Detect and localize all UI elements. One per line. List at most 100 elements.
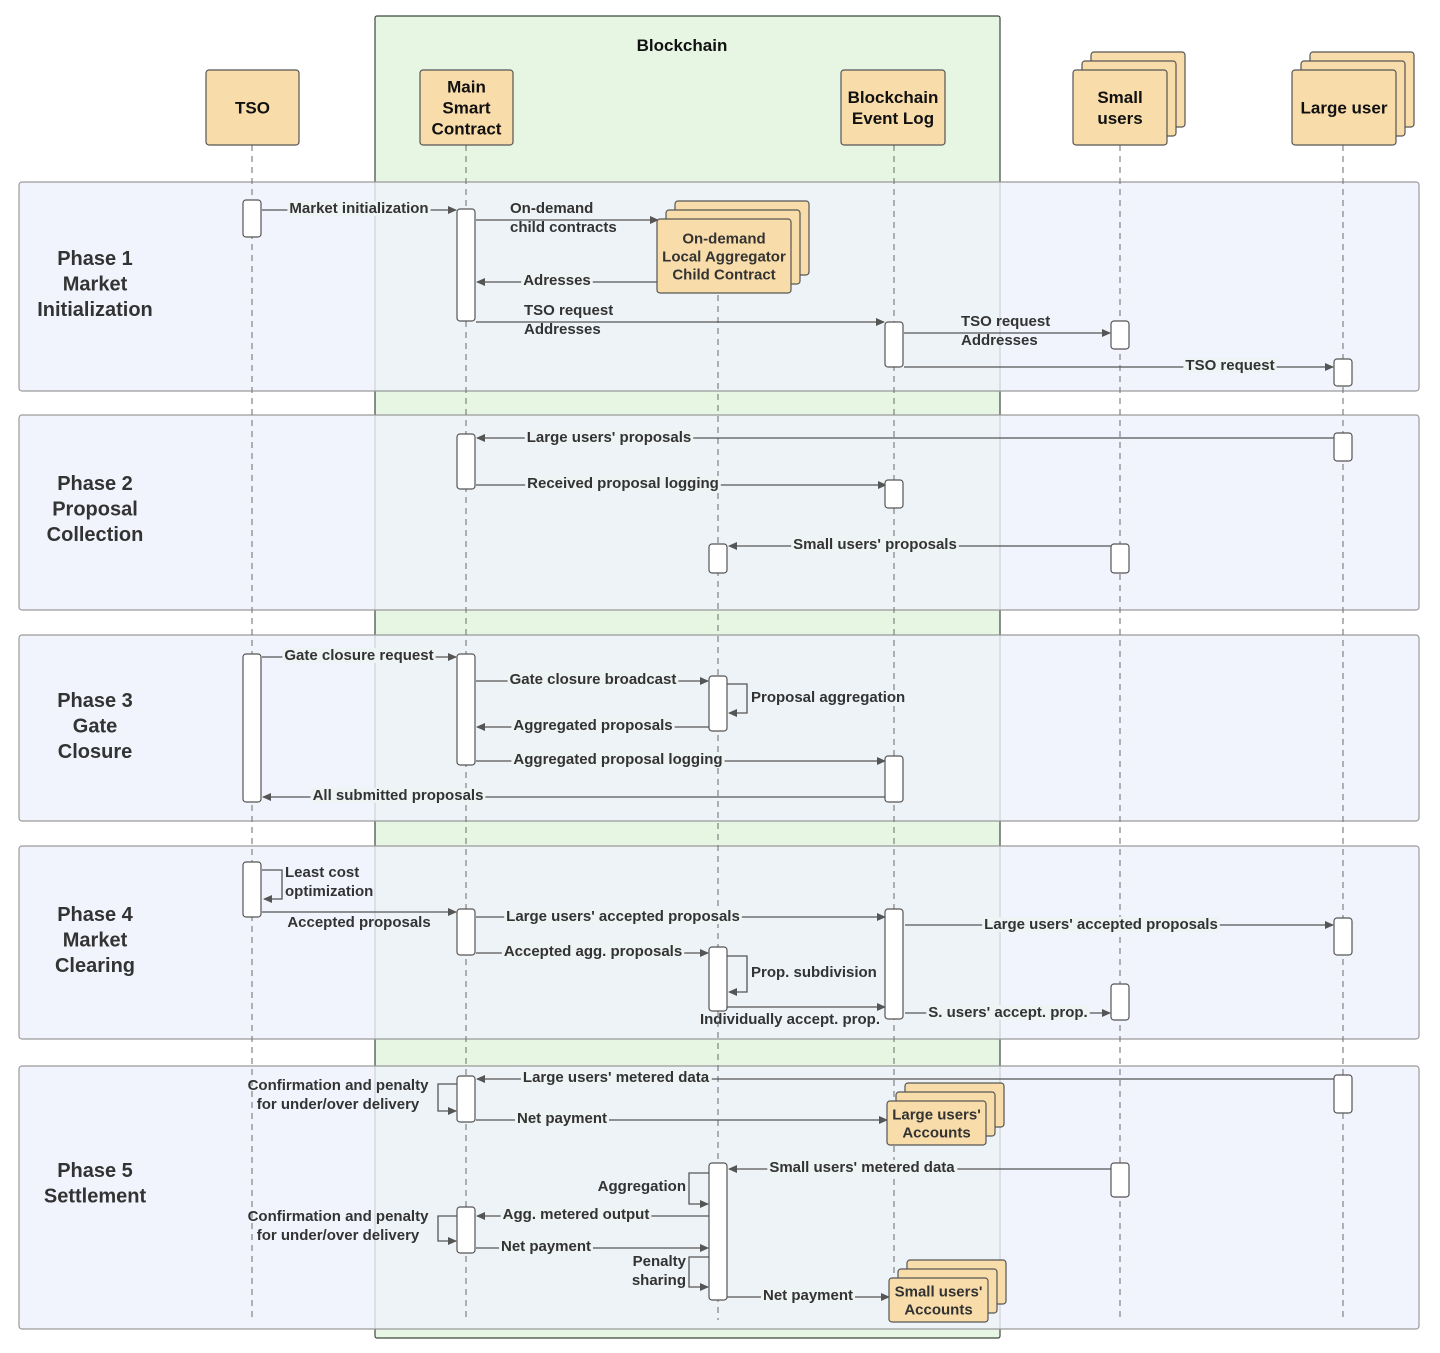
activation-bar [884,908,904,1020]
participant-blockchain-event-log [840,69,946,146]
local-aggregator-child-contract [656,218,792,294]
activation-bar [1110,1162,1130,1198]
label-received-logging-background [525,476,721,491]
label-net-payment-1: Net payment [517,1110,607,1127]
msg-confirmation-2 [437,1215,457,1245]
label-aggregated-proposals: Aggregated proposals [513,717,672,734]
activation-bar [456,433,476,490]
label-gate-request: Gate closure request [284,647,433,664]
label-gate-request-background [282,648,436,663]
msg-proposal-aggregation [727,683,748,717]
label-large-proposals: Large users' proposals [527,429,691,446]
activation-bar [1110,320,1130,350]
participant-tso-label: TSO [235,98,270,117]
activation-bar [1333,1074,1353,1114]
label-gate-broadcast: Gate closure broadcast [510,671,677,688]
label-large-accepted-2: Large users' accepted proposals [984,916,1218,933]
activation-bar [1110,983,1130,1021]
label-large-metered: Large users' metered data [523,1069,710,1086]
activation-bar [456,653,476,766]
activation-bar [1333,917,1353,956]
label-aggregation: Aggregation [598,1178,686,1195]
activation-bar [708,1162,728,1301]
activation-bar [884,321,904,368]
activation-bar [708,946,728,1012]
label-large-metered-background [520,1070,712,1085]
label-aggregated-logging-background [511,752,725,767]
activation-bar [1110,543,1130,574]
label-s-users-accepted-background [926,1005,1090,1020]
label-net-payment-3: Net payment [763,1287,853,1304]
activation-bar [708,675,728,732]
phase-2-band [18,414,1420,611]
label-received-logging: Received proposal logging [527,475,719,492]
label-large-accepted-1: Large users' accepted proposals [506,908,740,925]
label-tso-request: TSO request [1185,357,1274,374]
activation-bar [884,755,904,803]
msg-aggregation [688,1172,709,1208]
label-accepted-proposals: Accepted proposals [287,914,430,931]
participant-small-users [1072,69,1168,146]
large-users-accounts [886,1100,987,1146]
label-adresses-background [521,273,593,288]
label-agg-metered-output-background [500,1207,652,1222]
label-net-payment-2-background [498,1239,594,1254]
participant-tso [205,69,300,146]
small-users-accounts [888,1277,989,1323]
label-small-proposals-background [791,537,959,552]
label-agg-metered-output: Agg. metered output [503,1206,650,1223]
small-users-accounts-label: Small users'Accounts [895,1283,983,1318]
label-all-submitted-background [310,788,486,803]
msg-prop-subdivision [727,955,748,996]
activation-bar [242,861,262,918]
activation-bar [456,908,476,956]
activation-bar [456,1075,476,1123]
msg-least-cost [262,869,283,903]
label-aggregated-logging: Aggregated proposal logging [513,751,722,768]
label-small-metered-background [767,1160,958,1175]
label-small-metered: Small users' metered data [769,1159,955,1176]
participant-main-smart-contract [419,69,514,146]
label-accepted-agg-background [501,944,685,959]
label-adresses: Adresses [523,272,591,289]
label-individually-accepted: Individually accept. prop. [700,1011,880,1028]
label-all-submitted: All submitted proposals [313,787,484,804]
phase-4-band [18,845,1420,1040]
label-market-init-background [287,201,431,216]
participant-large-user-label: Large user [1301,98,1388,117]
label-small-proposals: Small users' proposals [793,536,957,553]
label-accepted-agg: Accepted agg. proposals [504,943,682,960]
label-large-proposals-background [524,430,694,445]
label-s-users-accepted: S. users' accept. prop. [928,1004,1087,1021]
blockchain-title: Blockchain [637,36,728,55]
label-tso-request-background [1183,358,1277,373]
activation-bar [1333,432,1353,462]
label-gate-broadcast-background [507,672,679,687]
activation-bar [242,199,262,238]
label-large-accepted-1-background [504,909,742,924]
activation-bar [242,653,262,803]
large-users-accounts-label: Large users'Accounts [892,1106,981,1141]
label-market-init: Market initialization [289,200,428,217]
msg-penalty-sharing [688,1256,709,1291]
label-large-accepted-2-background [982,917,1220,932]
label-net-payment-1-background [514,1111,610,1126]
